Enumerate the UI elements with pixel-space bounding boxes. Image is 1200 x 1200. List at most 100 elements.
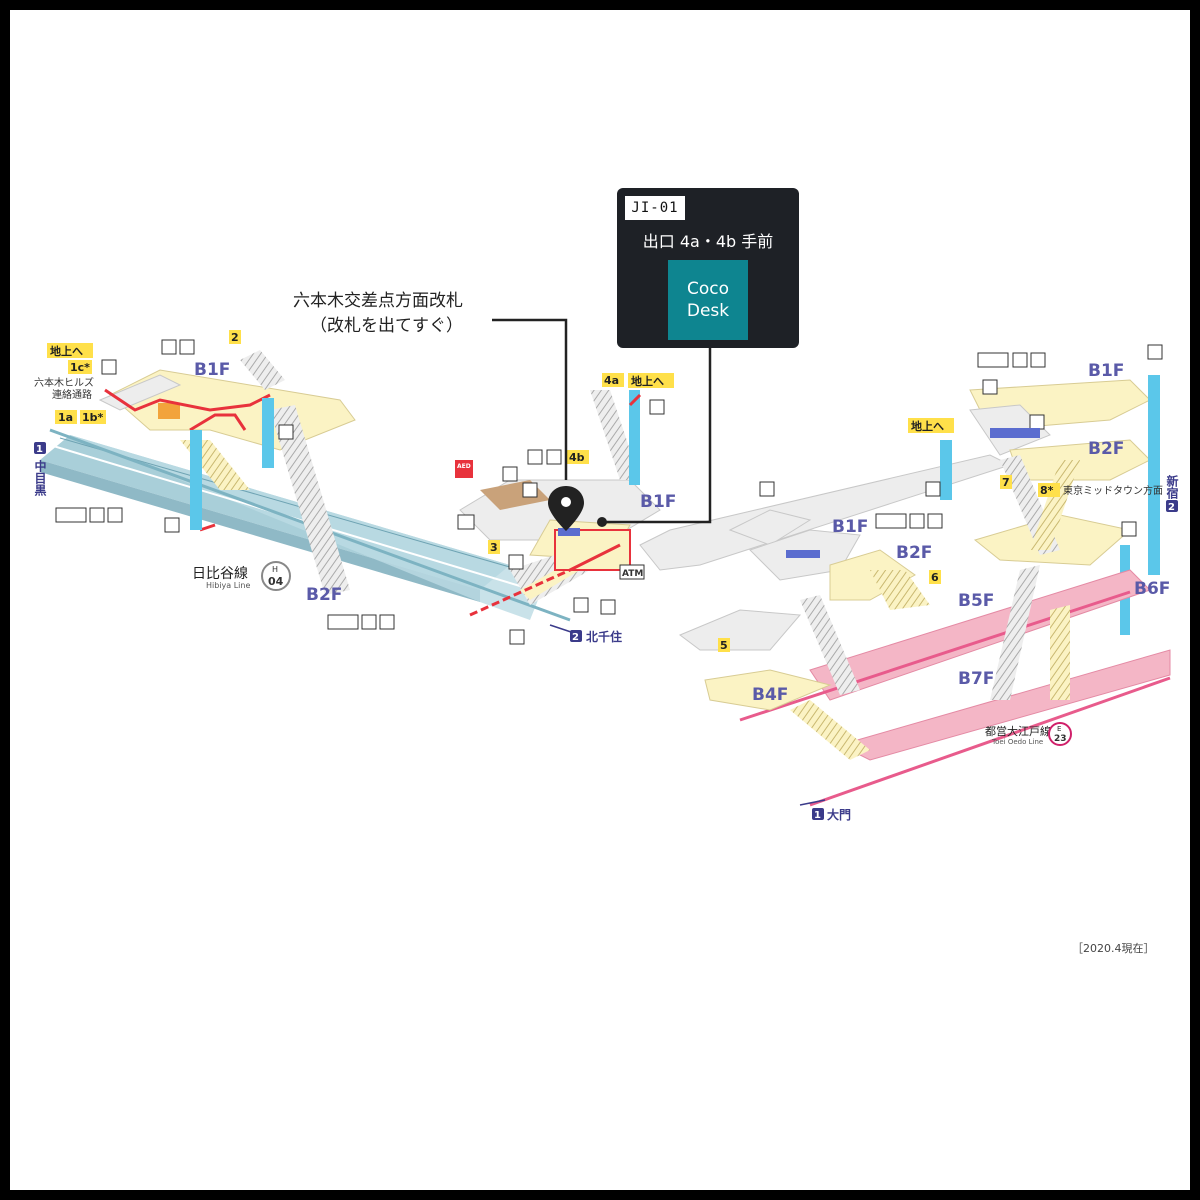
svg-text:地上へ: 地上へ — [631, 374, 664, 388]
svg-text:新宿: 新宿 — [1165, 474, 1179, 500]
gate-icons-top — [990, 428, 1040, 438]
elevator-icon-right — [925, 481, 941, 497]
wheelchair-icon — [522, 482, 538, 498]
floor-right-b2f-mid: B2F — [896, 543, 932, 563]
svg-text:北千住: 北千住 — [586, 629, 622, 644]
left-route — [104, 388, 271, 412]
station-map: B1F B2F B1F B1F B2F B1F B2F B4F B5F B6F … — [33, 291, 1179, 822]
floor-left-b2f: B2F — [306, 585, 342, 605]
elevator-4a — [629, 390, 640, 485]
svg-text:ATM: ATM — [622, 569, 643, 579]
svg-text:E: E — [1057, 725, 1061, 733]
svg-text:2: 2 — [231, 331, 239, 344]
office-icon-top — [982, 379, 998, 395]
svg-text:7: 7 — [1002, 476, 1010, 489]
station-office-icon — [161, 339, 177, 355]
direction-nakameguro: 1 中目黒 — [33, 442, 47, 497]
logo-line-2: Desk — [686, 301, 730, 321]
direction-daimon: 1 大門 — [799, 799, 851, 822]
svg-text:日比谷線: 日比谷線 — [192, 566, 248, 582]
exit-4a: 4a — [602, 373, 624, 387]
oedo-line-label: 都営大江戸線 Toei Oedo Line E 23 — [985, 722, 1072, 746]
direction-kitasenju: 2 北千住 — [549, 624, 622, 644]
restroom-icon-top — [1012, 352, 1028, 368]
callout-leader — [492, 318, 568, 480]
svg-text:中目黒: 中目黒 — [33, 459, 47, 497]
hills-label-1: 六本木ヒルズ — [34, 376, 94, 389]
callout-line-1: 六本木交差点方面改札 — [293, 291, 463, 311]
exit-2: 2 — [229, 330, 241, 344]
elevator-icon-4a — [649, 399, 665, 415]
escalator-3 — [1050, 605, 1070, 700]
toilet-icon-b2f — [327, 614, 359, 630]
popup-location: 出口 4a・4b 手前 — [642, 232, 774, 251]
floor-b5f: B5F — [958, 591, 994, 611]
location-pin-icon[interactable] — [548, 486, 584, 531]
baby-room-icon-right — [927, 513, 943, 529]
midtown-label: 東京ミッドタウン方面 — [1063, 484, 1163, 497]
aed-icon: AED — [455, 460, 473, 478]
exit-8: 8* — [1038, 483, 1060, 497]
exit-6: 6 — [929, 570, 941, 584]
elevator-right-tall — [1148, 375, 1160, 575]
svg-text:地上へ: 地上へ — [50, 344, 83, 358]
exit-chijo-4a: 地上へ — [628, 373, 674, 388]
seat-icon — [573, 597, 589, 613]
popup-leader — [602, 348, 712, 524]
exit-5: 5 — [718, 638, 730, 652]
svg-text:23: 23 — [1054, 734, 1067, 744]
seat-icon-right — [1121, 521, 1137, 537]
right-b2f-mid — [829, 549, 930, 610]
ticket-icon-2 — [600, 599, 616, 615]
elevator-left-1 — [190, 430, 202, 530]
svg-text:6: 6 — [931, 571, 939, 584]
popup-booth-id: JI-01 — [625, 196, 685, 220]
svg-text:1b*: 1b* — [82, 411, 104, 424]
svg-text:2: 2 — [572, 632, 579, 643]
coworking-popup[interactable]: JI-01 出口 4a・4b 手前 Coco Desk — [617, 188, 799, 348]
station-map-frame: B1F B2F B1F B1F B2F B1F B2F B4F B5F B6F … — [10, 10, 1190, 1190]
direction-shinjuku: 新宿 2 — [1165, 474, 1179, 513]
restroom-icon-right — [909, 513, 925, 529]
right-b2f-lower — [973, 455, 1132, 566]
office-icon-right — [759, 481, 775, 497]
svg-text:8*: 8* — [1040, 484, 1054, 497]
svg-text:大門: 大門 — [827, 807, 851, 822]
exit-chijo-left: 地上へ — [47, 343, 93, 358]
svg-text:5: 5 — [720, 639, 728, 652]
logo-line-1: Coco — [686, 279, 730, 299]
exit-3: 3 — [488, 540, 500, 554]
restroom-icon-b2f — [361, 614, 377, 630]
toilet-icon-top — [977, 352, 1009, 368]
svg-text:地上へ: 地上へ — [911, 419, 944, 433]
gate-icons-mid — [786, 550, 820, 558]
svg-text:1: 1 — [814, 810, 821, 821]
svg-text:1: 1 — [36, 444, 43, 455]
floor-right-b1f-top: B1F — [1088, 361, 1124, 381]
center-gate-box — [554, 529, 631, 571]
floor-right-b1f-mid: B1F — [832, 517, 868, 537]
exit-1c: 1c* — [68, 360, 92, 374]
atm-icon: ATM — [619, 564, 645, 580]
b4f-concourse — [704, 669, 870, 760]
office-icon-top-2 — [1029, 414, 1045, 430]
center-route-red — [469, 568, 571, 617]
elevator-left-2 — [262, 398, 274, 468]
svg-text:Hibiya Line: Hibiya Line — [206, 581, 250, 590]
office-icon-center — [546, 449, 562, 465]
floor-b6f: B6F — [1134, 579, 1170, 599]
baby-room-icon — [107, 507, 123, 523]
svg-text:2: 2 — [1168, 502, 1175, 513]
svg-text:1a: 1a — [58, 411, 73, 424]
restroom-icon — [89, 507, 105, 523]
svg-text:4b: 4b — [569, 451, 585, 464]
escalator-1 — [800, 595, 860, 695]
exit-7: 7 — [1000, 475, 1012, 489]
office-icon-2 — [502, 466, 518, 482]
svg-text:H: H — [272, 565, 278, 574]
exit-4b: 4b — [567, 450, 589, 464]
date-stamp: ［2020.4現在］ — [1072, 942, 1155, 955]
exit-1a: 1a — [55, 410, 77, 424]
cocodesk-logo: Coco Desk — [668, 260, 748, 340]
ticket-machine-icon — [101, 359, 117, 375]
